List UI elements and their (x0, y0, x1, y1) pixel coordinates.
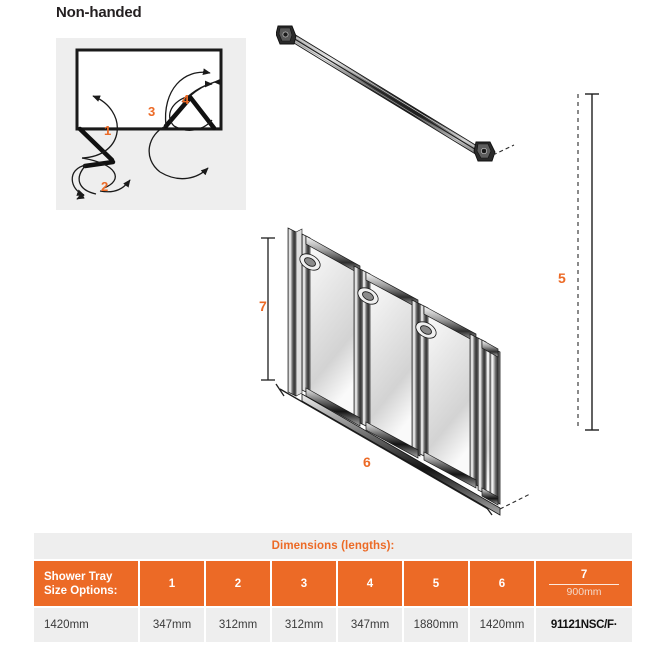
cell-dim-4: 347mm (338, 608, 402, 642)
table-row: 1420mm 347mm 312mm 312mm 347mm 1880mm 14… (34, 608, 633, 642)
swing-arc-3 (148, 68, 211, 180)
column-header-4: 4 (338, 561, 402, 606)
dimension-label-7: 7 (259, 298, 267, 314)
swing-arc-2 (71, 164, 131, 200)
swing-arc-1 (81, 95, 118, 189)
glass-panel-4 (477, 337, 501, 506)
cell-dim-2: 312mm (206, 608, 270, 642)
glass-panel-2 (361, 269, 421, 459)
dimension-7 (261, 237, 275, 381)
column-header-7-rule (549, 583, 619, 585)
bath-screen-drawing (261, 227, 531, 516)
plan-label-2: 2 (101, 179, 108, 194)
dimension-5-bar (585, 93, 599, 431)
page-title: Non-handed (56, 4, 142, 21)
column-header-1: 1 (140, 561, 204, 606)
column-header-5: 5 (404, 561, 468, 606)
plan-view-panel: 1 2 3 4 (56, 38, 246, 210)
panel-leaf-2 (82, 159, 116, 169)
bottom-track (301, 393, 501, 516)
rail-bracket-left (276, 25, 297, 45)
cell-dim-3: 312mm (272, 608, 336, 642)
cell-dim-6: 1420mm (470, 608, 534, 642)
rail-bracket-right (473, 141, 496, 162)
cell-tray-size: 1420mm (34, 608, 138, 642)
column-header-tray-size: Shower Tray Size Options: (34, 561, 138, 606)
plan-label-4: 4 (182, 92, 190, 107)
leader-line-top (492, 144, 515, 156)
glass-panel-1 (301, 233, 363, 427)
plan-label-1: 1 (104, 123, 111, 138)
leader-line-bottom (499, 493, 531, 510)
panel-leaf-1 (77, 126, 115, 163)
wall-profile-left (287, 227, 303, 397)
cell-dim-1: 347mm (140, 608, 204, 642)
dimension-5-group (577, 93, 599, 431)
plan-label-3: 3 (148, 104, 155, 119)
cell-product-code: 91121NSC/F· (536, 608, 633, 642)
column-header-7: 7 900mm (536, 561, 633, 606)
column-header-7-sub: 900mm (566, 585, 602, 598)
dimension-label-5: 5 (558, 270, 566, 286)
column-header-7-number: 7 (580, 569, 588, 582)
dimensions-table: Dimensions (lengths): Shower Tray Size O… (32, 531, 633, 644)
glass-panel-3 (419, 303, 479, 489)
table-header-title: Dimensions (lengths): (34, 533, 633, 559)
roller-assemblies (299, 253, 437, 339)
table-header-row: Dimensions (lengths): (34, 533, 633, 559)
cell-dim-5: 1880mm (404, 608, 468, 642)
top-rail-drawing (276, 25, 515, 162)
table-column-header-row: Shower Tray Size Options: 1 2 3 4 5 6 7 … (34, 561, 633, 606)
column-header-3: 3 (272, 561, 336, 606)
plan-view-diagram: 1 2 3 4 (71, 48, 223, 200)
swing-arc-4 (169, 78, 222, 131)
dimension-label-6: 6 (363, 454, 371, 470)
rail-body (288, 30, 483, 159)
column-header-6: 6 (470, 561, 534, 606)
column-header-2: 2 (206, 561, 270, 606)
